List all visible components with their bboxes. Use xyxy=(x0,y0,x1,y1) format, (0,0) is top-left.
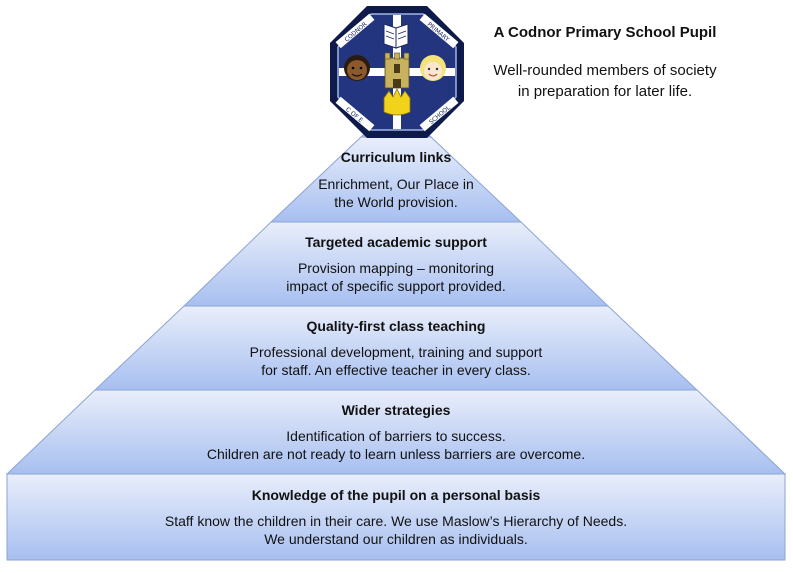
crown-icon xyxy=(383,88,411,116)
open-book-icon xyxy=(383,23,409,49)
tier-text-line: Identification of barriers to success. xyxy=(286,428,505,444)
tier-knowledge-of-pupil: Knowledge of the pupil on a personal bas… xyxy=(165,487,627,547)
tier-text-line: the World provision. xyxy=(334,194,457,210)
tier-text-line: Children are not ready to learn unless b… xyxy=(207,446,585,462)
castle-tower-icon xyxy=(384,52,410,89)
tier-curriculum-links: Curriculum links Enrichment, Our Place i… xyxy=(318,149,474,210)
tier-title: Quality-first class teaching xyxy=(307,318,486,334)
caption-line: in preparation for later life. xyxy=(517,83,693,100)
tier-text-line: Staff know the children in their care. W… xyxy=(165,513,627,529)
caption-line: Well-rounded members of society xyxy=(493,62,717,79)
school-badge-logo: CODNOR PRIMARY C OF E SCHOOL xyxy=(330,6,464,138)
child-face-icon xyxy=(344,55,370,81)
tier-text-line: Professional development, training and s… xyxy=(250,344,543,360)
tier-text-line: Provision mapping – monitoring xyxy=(298,260,494,276)
tier-wider-strategies: Wider strategies Identification of barri… xyxy=(207,402,585,462)
tier-text-line: impact of specific support provided. xyxy=(286,278,505,294)
tier-title: Wider strategies xyxy=(342,402,451,418)
tier-text-line: for staff. An effective teacher in every… xyxy=(261,362,531,378)
child-face-icon xyxy=(420,55,446,81)
tier-title: Curriculum links xyxy=(341,149,452,165)
tier-text-line: Enrichment, Our Place in xyxy=(318,176,474,192)
pupil-caption-text: Well-rounded members of society in prepa… xyxy=(470,60,740,102)
pupil-caption-title: A Codnor Primary School Pupil xyxy=(493,24,717,41)
tier-quality-first-teaching: Quality-first class teaching Professiona… xyxy=(250,318,543,378)
tier-text-line: We understand our children as individual… xyxy=(264,531,528,547)
tier-targeted-academic-support: Targeted academic support Provision mapp… xyxy=(286,234,505,294)
tier-title: Knowledge of the pupil on a personal bas… xyxy=(252,487,541,503)
pyramid xyxy=(5,103,787,561)
tier-band-knowledge-of-pupil xyxy=(6,473,786,561)
tier-title: Targeted academic support xyxy=(305,234,487,250)
